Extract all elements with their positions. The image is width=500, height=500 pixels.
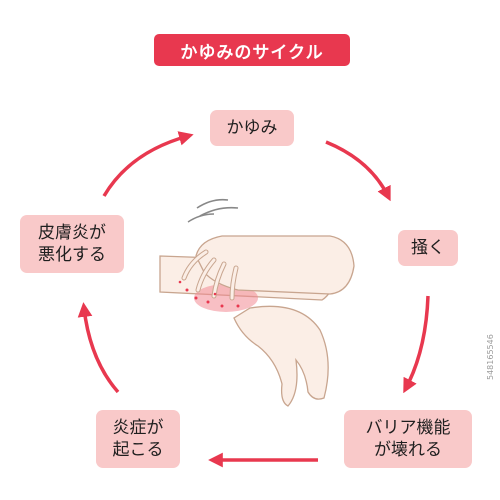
stock-image-id: 548165546 [486,334,495,380]
cycle-step-barrier-damage: バリア機能 が壊れる [344,410,472,468]
cycle-step-dermatitis-worsens: 皮膚炎が 悪化する [20,215,124,273]
cycle-step-inflammation: 炎症が 起こる [96,410,180,468]
scratching-hands-illustration [159,198,355,407]
arrow-dermatitis-to-itch [102,131,194,197]
diagram-title: かゆみのサイクル [154,34,350,66]
cycle-step-scratch: 掻く [398,230,458,266]
cycle-step-itch: かゆみ [210,110,294,146]
arrow-inflammation-to-dermatitis [77,302,120,394]
arrow-scratch-to-barrier [403,295,430,394]
arrow-itch-to-scratch [325,140,391,202]
